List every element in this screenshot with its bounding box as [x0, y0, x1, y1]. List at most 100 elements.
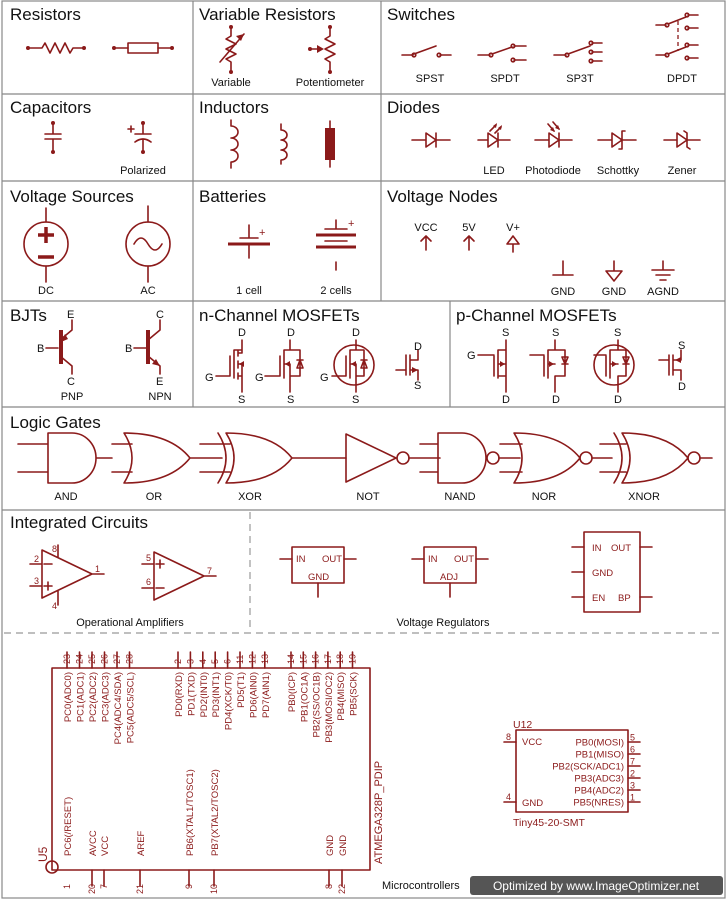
section-title-integrated-circuits: Integrated Circuits [10, 513, 148, 532]
pmos-1-pin-g: G [467, 350, 476, 362]
atmega-pin-label: PB5(SCK) [349, 672, 360, 716]
label-or: OR [146, 491, 163, 503]
regulator-2-in: IN [428, 554, 438, 565]
atmega-pin-label: GND [338, 835, 349, 856]
atmega-pin-label: PC0(ADC0) [63, 672, 74, 722]
regulator-2-out: OUT [454, 554, 474, 565]
label-spdt: SPDT [490, 73, 520, 85]
nmos-2-symbol [264, 339, 304, 393]
atmega-pin-number: 10 [209, 884, 219, 894]
section-title-diodes: Diodes [387, 98, 440, 117]
atmega-pin-label: PB7(XTAL2/TOSC2) [210, 769, 221, 856]
tiny45-left-label-gnd: GND [522, 798, 543, 809]
atmega-pin-number: 7 [99, 884, 109, 889]
label-vplus: V+ [506, 222, 520, 234]
atmega-pin-number: 20 [87, 884, 97, 894]
label-pnp: PNP [61, 391, 84, 403]
agnd-node-symbol [651, 260, 675, 281]
and-gate-symbol [17, 432, 113, 484]
atmega-pin-number: 11 [235, 655, 245, 664]
opamp-2-pin-7: 7 [207, 566, 212, 576]
label-potentiometer: Potentiometer [296, 77, 365, 89]
inductor-symbol [230, 119, 239, 169]
nmos-1-pin-d: D [238, 327, 246, 339]
atmega-pin-number: 23 [62, 654, 72, 664]
label-dc: DC [38, 285, 54, 297]
atmega-pin-label: PD6(AIN0) [248, 672, 259, 718]
opamp-1-pin-1: 1 [95, 564, 100, 574]
tiny45-right-label: PB3(ADC3) [574, 774, 624, 785]
atmega-pin-number: 19 [348, 654, 358, 664]
pmos-4-symbol [658, 349, 682, 381]
tiny45-right-label: PB2(SCK/ADC1) [552, 762, 624, 773]
section-title-logic-gates: Logic Gates [10, 413, 101, 432]
atmega-pin-label: PB6(XTAL1/TOSC1) [185, 769, 196, 856]
atmega-pin-label: GND [325, 835, 336, 856]
section-title-p-mosfets: p-Channel MOSFETs [456, 306, 617, 325]
gnd-triangle-node-symbol [605, 260, 623, 282]
atmega-pin-label: PC5(ADC5/SCL) [126, 672, 137, 743]
atmega-pin-label: AREF [136, 830, 147, 856]
npn-pin-b: B [125, 343, 132, 355]
atmega-pin-label: PB2(SS/OC1B) [312, 672, 323, 737]
atmega-part-name: ATMEGA328P_PDIP [373, 761, 385, 864]
atmega-pin-number: 4 [198, 659, 208, 664]
label-vcc: VCC [414, 222, 437, 234]
regulator-1-in: IN [296, 554, 306, 565]
tiny45-right-pin: 3 [630, 781, 635, 791]
label-photodiode: Photodiode [525, 165, 581, 177]
nmos-3-symbol [331, 339, 375, 393]
label-voltage-regulators: Voltage Regulators [397, 617, 490, 629]
section-title-voltage-sources: Voltage Sources [10, 187, 134, 206]
atmega-pin-label: PD7(AIN1) [261, 672, 272, 718]
photodiode-symbol [534, 121, 573, 148]
schottky-diode-symbol [597, 130, 637, 150]
ac-source-symbol [125, 205, 171, 283]
section-title-inductors: Inductors [199, 98, 269, 117]
tiny45-part-name: Tiny45-20-SMT [513, 817, 586, 829]
atmega-pin-number: 24 [75, 654, 85, 664]
pmos-2-symbol [529, 339, 569, 393]
npn-transistor-symbol [133, 319, 161, 375]
led-symbol [477, 123, 511, 148]
atmega-pin-label: PB0(ICP) [287, 672, 298, 712]
nmos-3-pin-d: D [352, 327, 360, 339]
pmos-1-symbol [477, 339, 507, 393]
pmos-3-pin-d: D [614, 394, 622, 406]
tiny45-right-label: PB1(MISO) [575, 750, 624, 761]
nor-gate-symbol [499, 432, 613, 484]
label-variable: Variable [211, 77, 251, 89]
atmega-pin-number: 25 [87, 654, 97, 664]
zener-diode-symbol [663, 130, 701, 150]
section-title-switches: Switches [387, 5, 455, 24]
or-gate-symbol [111, 432, 223, 484]
opamp-1-pin-3: 3 [34, 576, 39, 586]
label-gnd-1: GND [551, 286, 576, 298]
nmos-3-pin-s: S [352, 394, 359, 406]
tiny45-right-pin: 2 [630, 769, 635, 779]
tiny45-right-pin: 5 [630, 733, 635, 743]
label-ac: AC [140, 285, 155, 297]
nmos-2-pin-s: S [287, 394, 294, 406]
label-led: LED [483, 165, 504, 177]
atmega-pin-label: PD2(INT0) [199, 672, 210, 717]
opamp-1-pin-4: 4 [52, 601, 57, 611]
xor-gate-symbol [199, 432, 347, 484]
nmos-1-pin-g: G [205, 372, 214, 384]
tiny45-right-pin: 1 [630, 793, 635, 803]
inductor-core-symbol [280, 123, 288, 165]
label-operational-amplifiers: Operational Amplifiers [76, 617, 184, 629]
battery-2-cell-symbol: + [316, 218, 356, 271]
tiny45-pin-4: 4 [506, 792, 511, 802]
atmega-pin-number: 1 [62, 884, 72, 889]
atmega-pin-label: PC1(ADC1) [76, 672, 87, 722]
pmos-3-pin-s: S [614, 327, 621, 339]
nmos-4-pin-d: D [414, 341, 422, 353]
label-dpdt: DPDT [667, 73, 697, 85]
pnp-pin-c: C [67, 376, 75, 388]
tiny45-right-pin: 7 [630, 757, 635, 767]
label-sp3t: SP3T [566, 73, 594, 85]
regulator-1-gnd: GND [308, 572, 329, 583]
tiny45-right-pin: 6 [630, 745, 635, 755]
